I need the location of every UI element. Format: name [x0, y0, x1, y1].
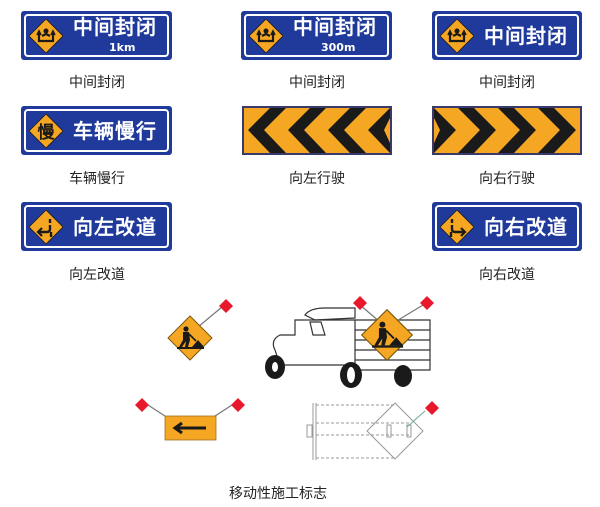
sign-caption: 中间封闭	[479, 75, 535, 91]
sign-caption: 向右改道	[479, 267, 535, 283]
blue-sign: 向左改道	[21, 202, 172, 251]
blue-sign: 中间封闭 300m	[241, 11, 392, 60]
svg-text:慢: 慢	[38, 122, 56, 143]
diamond-lane-merge-icon	[440, 19, 474, 53]
sign-distance: 300m	[321, 41, 356, 54]
diamond-detour-right-icon	[440, 210, 474, 244]
arrow-left-icon	[135, 398, 245, 441]
chevron-left-icon	[242, 106, 392, 155]
sign-caption: 中间封闭	[289, 75, 345, 91]
blue-sign: 中间封闭	[432, 11, 582, 60]
road-work-worker-icon	[167, 299, 233, 361]
sign-text: 中间封闭	[73, 15, 157, 39]
sign-text: 中间封闭	[293, 15, 377, 39]
sign-caption: 向左改道	[69, 267, 125, 283]
diamond-lane-merge-icon	[249, 19, 283, 53]
sign-caption: 车辆慢行	[69, 171, 125, 187]
sign-text: 向左改道	[73, 215, 157, 239]
sign-plan-view-icon	[306, 401, 439, 460]
blue-sign: 慢 车辆慢行	[21, 106, 172, 155]
diamond-detour-left-icon	[29, 210, 63, 244]
mobile-signs-caption: 移动性施工标志	[229, 486, 327, 502]
sign-caption: 中间封闭	[69, 75, 125, 91]
blue-sign: 中间封闭 1km	[21, 11, 172, 60]
sign-caption: 向左行驶	[289, 171, 345, 187]
blue-sign: 向右改道	[432, 202, 582, 251]
sign-distance: 1km	[109, 41, 136, 54]
truck-icon	[265, 296, 434, 388]
sign-text: 向右改道	[484, 215, 568, 239]
sign-text: 车辆慢行	[73, 119, 157, 143]
diamond-lane-merge-icon	[29, 19, 63, 53]
chevron-right-icon	[432, 106, 582, 155]
diamond-slow-icon: 慢	[29, 114, 63, 148]
sign-caption: 向右行驶	[479, 171, 535, 187]
sign-text: 中间封闭	[484, 24, 568, 48]
